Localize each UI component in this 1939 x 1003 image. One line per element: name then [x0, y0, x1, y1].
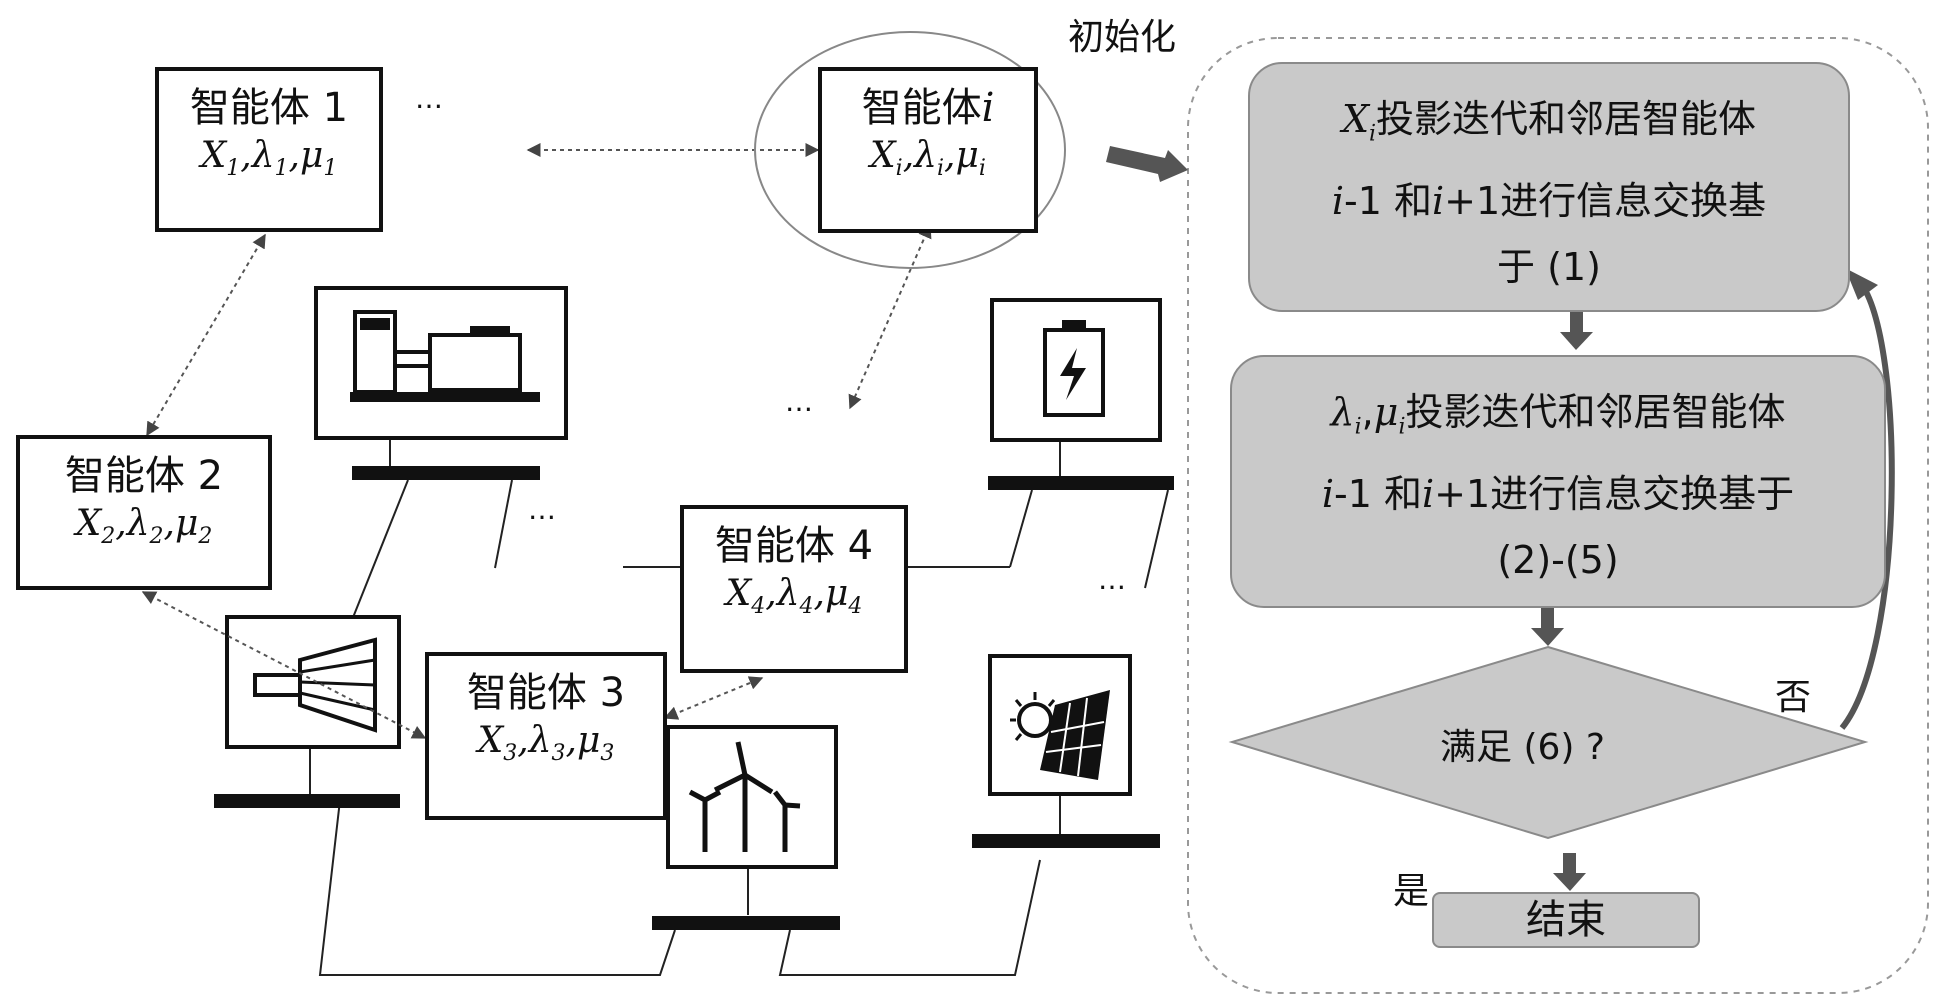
no-label: 否	[1775, 677, 1812, 718]
flow-step-1: Xi投影迭代和邻居智能体 i-1 和i+1进行信息交换基 于 (1)	[1248, 62, 1850, 312]
end-box: 结束	[1432, 892, 1700, 948]
arrow-agent2-agent3	[141, 591, 427, 739]
battery-icon	[990, 298, 1162, 442]
flow-arrows	[1531, 312, 1593, 891]
flow-step-2: λi,μi投影迭代和邻居智能体 i-1 和i+1进行信息交换基于 (2)-(5)	[1230, 355, 1886, 608]
agent-i-box: 智能体i Xi,λi,μi	[818, 67, 1038, 233]
agent-4-vars: X4,λ4,μ4	[725, 573, 863, 620]
line-gen-stub	[494, 479, 513, 569]
decision-label: 满足 (6) ?	[1440, 727, 1605, 768]
flow-container	[1187, 37, 1929, 994]
yes-label: 是	[1393, 871, 1430, 912]
turbine-icon	[225, 615, 401, 749]
loop-back-arrow	[1839, 268, 1895, 730]
ellipsis-top: …	[415, 82, 443, 115]
agent-i-title: 智能体i	[861, 85, 995, 131]
agent-1-box: 智能体 1 X1,λ1,μ1	[155, 67, 383, 232]
bus-turbine	[214, 794, 400, 808]
agent-1-title: 智能体 1	[189, 85, 349, 131]
network-lines	[309, 437, 1169, 976]
bus-battery	[988, 476, 1174, 490]
agent-3-title: 智能体 3	[466, 670, 626, 716]
agent-2-vars: X2,λ2,μ2	[75, 503, 213, 550]
ellipsis-right: …	[1098, 563, 1126, 596]
bus-wind	[652, 916, 840, 930]
bus-generator	[352, 466, 540, 480]
ellipsis-generator: …	[528, 493, 556, 526]
arrow-agenti-down	[848, 223, 932, 410]
agent-1-vars: X1,λ1,μ1	[200, 135, 338, 182]
wind-icon	[666, 725, 838, 869]
agent-4-box: 智能体 4 X4,λ4,μ4	[680, 505, 908, 673]
comm-arrows	[141, 143, 932, 739]
init-arrow	[1106, 146, 1188, 182]
bus-solar	[972, 834, 1160, 848]
agent-2-box: 智能体 2 X2,λ2,μ2	[16, 435, 272, 590]
line-battery-stub	[1144, 489, 1169, 589]
ellipsis-middle: …	[785, 385, 813, 418]
line-agent4-battery	[1009, 489, 1033, 568]
line-gen-to-turbine	[351, 479, 409, 621]
agent-i-highlight	[754, 31, 1066, 269]
line-bottom-right	[778, 859, 1041, 976]
agent-3-box: 智能体 3 X3,λ3,μ3	[425, 652, 667, 820]
agent-2-title: 智能体 2	[64, 453, 224, 499]
agent-4-title: 智能体 4	[714, 523, 874, 569]
arrow-agent3-agent4	[663, 676, 764, 720]
agent-i-vars: Xi,λi,μi	[870, 135, 986, 182]
generator-icon	[314, 286, 568, 440]
solar-icon	[988, 654, 1132, 796]
decision-diamond	[1228, 645, 1869, 840]
bus-bars	[214, 466, 1174, 930]
init-label: 初始化	[1068, 17, 1177, 58]
arrow-agent1-agent2	[146, 233, 266, 437]
line-bottom-left	[318, 799, 676, 976]
agent-3-vars: X3,λ3,μ3	[477, 720, 615, 767]
